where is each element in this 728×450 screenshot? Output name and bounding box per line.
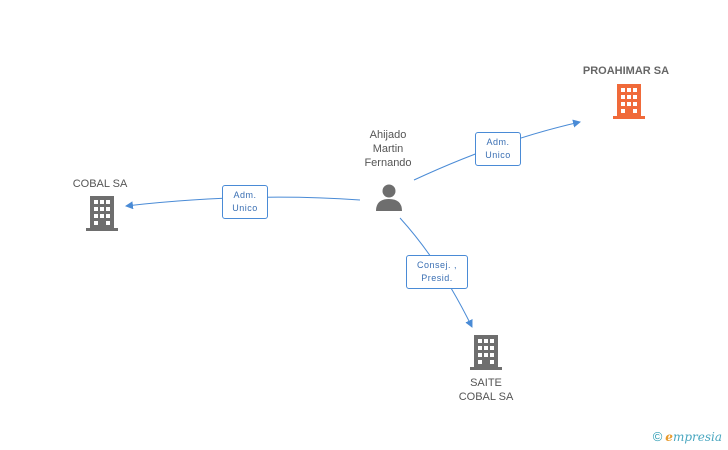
empresia-watermark: ©empresia [653, 429, 722, 444]
saite-name: SAITE COBAL SA [458, 377, 514, 403]
cobal-building-icon[interactable] [85, 196, 119, 232]
proahimar-name: PROAHIMAR SA [582, 65, 670, 77]
saite-building-icon[interactable] [469, 335, 503, 371]
copyright-icon: © [652, 429, 663, 444]
edge-badge-cobal[interactable]: Adm. Unico [222, 185, 268, 219]
cobal-name: COBAL SA [72, 178, 128, 190]
edge-badge-proahimar[interactable]: Adm. Unico [475, 132, 521, 166]
proahimar-building-icon[interactable] [612, 84, 646, 120]
person-icon[interactable] [374, 182, 404, 212]
person-name: Ahijado Martin Fernando [364, 129, 412, 169]
brand-logo: empresia [665, 430, 722, 444]
edge-badge-saite[interactable]: Consej. , Presid. [406, 255, 468, 289]
